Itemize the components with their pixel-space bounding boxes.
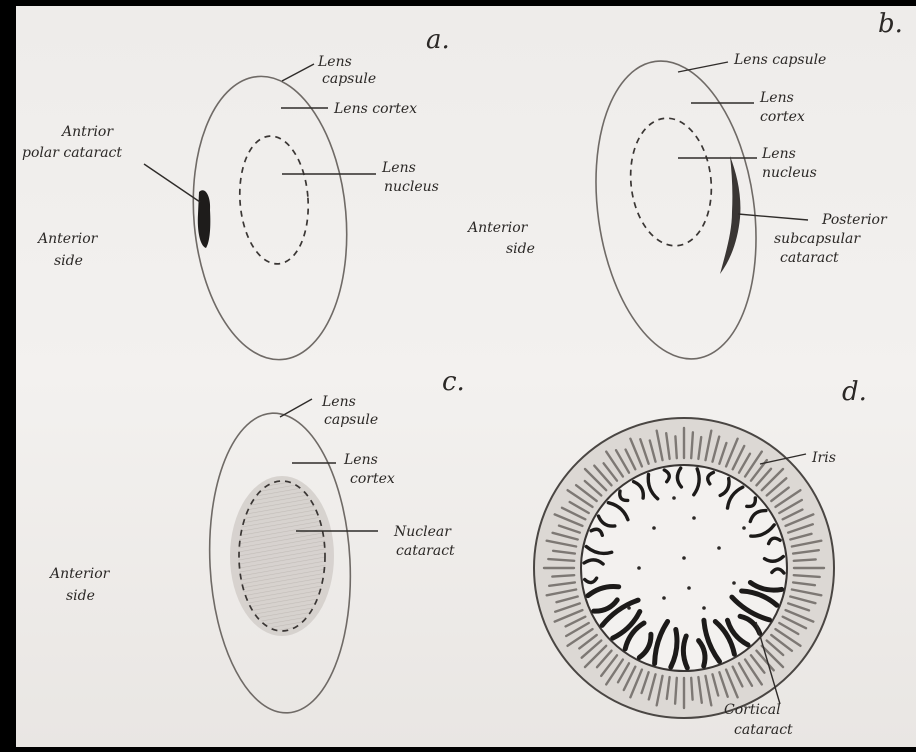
iris-fibre	[794, 559, 816, 560]
pupil-dot	[637, 566, 641, 570]
panel-d-label: d.	[842, 377, 867, 407]
pupil-dot	[672, 496, 676, 500]
iris-fibre	[552, 575, 574, 576]
iris-fibre	[548, 559, 574, 561]
panel-b-lens-capsule-label: Lens capsule	[733, 52, 826, 68]
iris-fibre	[691, 432, 693, 458]
iris-fibre	[794, 575, 820, 577]
panel-b-label: b.	[878, 9, 903, 39]
pupil-dot	[717, 546, 721, 550]
pupil-dot	[682, 556, 686, 560]
panel-a-label: a.	[426, 25, 450, 55]
panel-c-label: c.	[442, 367, 465, 397]
pupil-dot	[742, 526, 746, 530]
pupil-dot	[627, 606, 631, 610]
panel-d-iris-label: Iris	[811, 450, 836, 466]
pupil-dot	[662, 596, 666, 600]
pupil-dot	[732, 581, 736, 585]
pupil-dot	[702, 606, 706, 610]
pupil-dot	[692, 516, 696, 520]
iris-fibre	[675, 678, 677, 704]
iris-fibre	[675, 436, 676, 458]
pupil-dot	[652, 526, 656, 530]
pupil-dot	[687, 586, 691, 590]
iris-fibre	[691, 678, 692, 700]
panel-a-lens-cortex-label: Lens cortex	[333, 101, 417, 117]
